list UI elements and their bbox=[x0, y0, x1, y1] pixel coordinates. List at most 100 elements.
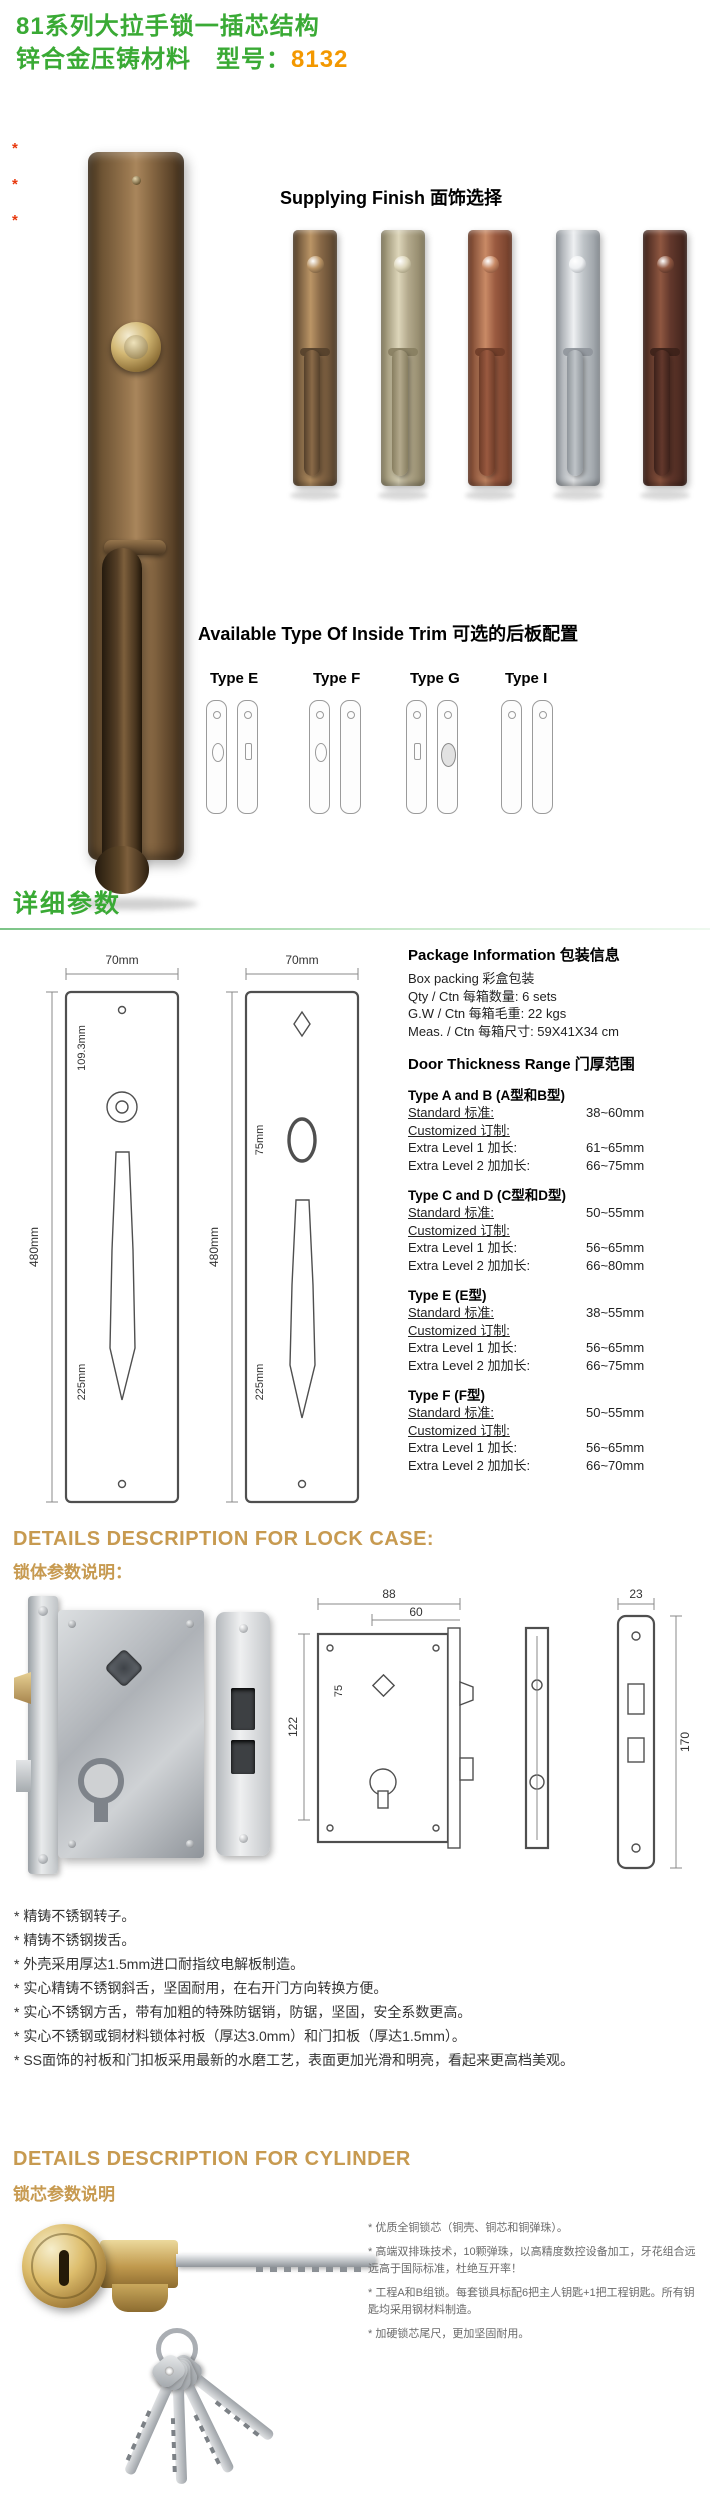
dim-width-label: 70mm bbox=[105, 953, 138, 967]
group-name: Type E (E型) bbox=[408, 1288, 487, 1303]
door-thickness-group-ab: Type A and B (A型和B型) Standard 标准:38~60mm… bbox=[408, 1084, 702, 1174]
thickness-row: Customized 订制: bbox=[408, 1322, 702, 1340]
section-divider bbox=[0, 928, 710, 930]
latch-slot-outline bbox=[627, 1683, 645, 1715]
row-value: 50~55mm bbox=[586, 1405, 645, 1420]
finish-option-antique-brass bbox=[366, 226, 440, 516]
keys-photo bbox=[52, 2326, 332, 2492]
row-value: 56~65mm bbox=[586, 1340, 645, 1355]
screw-hole-top bbox=[117, 1005, 127, 1015]
cylinder-photo bbox=[20, 2214, 380, 2326]
thickness-row: Extra Level 2 加加长:66~75mm bbox=[408, 1357, 702, 1375]
dim-inner-height: 75 bbox=[333, 1685, 345, 1697]
lock-case-photo bbox=[14, 1594, 206, 1876]
trim-drawing-type-f bbox=[309, 700, 361, 814]
row-label: Extra Level 1 加长: bbox=[408, 1340, 518, 1355]
lock-case-bullet: * 实心精铸不锈钢斜舌，坚固耐用，在右开门方向转换方便。 bbox=[14, 1980, 388, 1996]
finish-cylinder bbox=[394, 256, 411, 273]
right-info-column: Package Information 包装信息 Box packing 彩盒包… bbox=[408, 944, 702, 1474]
screw-hole-bottom bbox=[117, 1479, 127, 1489]
row-value: 56~65mm bbox=[586, 1240, 645, 1255]
detail-parameters-title: 详细参数 bbox=[13, 890, 122, 918]
case-screw bbox=[186, 1620, 194, 1628]
strike-screw-hole bbox=[631, 1631, 641, 1641]
row-label: Customized 订制: bbox=[408, 1422, 510, 1438]
dimension-lines bbox=[617, 1598, 682, 1869]
cylinder-title-en: DETAILS DESCRIPTION FOR CYLINDER bbox=[13, 2148, 411, 2170]
trim-type-label-f: Type F bbox=[313, 670, 361, 687]
thickness-row: Customized 订制: bbox=[408, 1122, 702, 1140]
group-name: Type C and D (C型和D型) bbox=[408, 1188, 566, 1203]
trim-plate bbox=[237, 700, 258, 814]
lock-case-body bbox=[58, 1610, 204, 1858]
trim-plate bbox=[206, 700, 227, 814]
finish-grip bbox=[391, 350, 408, 476]
cylinder-profile-lobe bbox=[112, 2284, 168, 2312]
product-shadow bbox=[74, 898, 198, 910]
finish-grip bbox=[654, 350, 670, 476]
dead-bolt bbox=[16, 1760, 31, 1792]
case-body-outline bbox=[316, 1632, 450, 1844]
row-label: Extra Level 1 加长: bbox=[408, 1140, 518, 1155]
lock-case-edge-drawing bbox=[524, 1626, 550, 1850]
thickness-row: Extra Level 1 加长:61~65mm bbox=[408, 1139, 702, 1157]
case-screw bbox=[186, 1840, 194, 1848]
dim-handle-label: 225mm bbox=[254, 1364, 266, 1401]
product-series-title: 81系列大拉手锁一插芯结构 bbox=[16, 13, 320, 40]
lock-case-bullet: * 外壳采用厚达1.5mm进口耐指纹电解板制造。 bbox=[14, 1956, 305, 1972]
key-shaft bbox=[172, 2389, 187, 2485]
finish-option-satin-chrome bbox=[541, 226, 615, 516]
row-label: Customized 订制: bbox=[408, 1322, 510, 1338]
package-row: G.W / Ctn 每箱毛重: 22 kgs bbox=[408, 1006, 567, 1021]
lock-case-bullet: * 精铸不锈钢拨舌。 bbox=[14, 1932, 136, 1948]
door-thickness-group-e: Type E (E型) Standard 标准:38~55mm Customiz… bbox=[408, 1284, 702, 1374]
latch-bolt-outline bbox=[459, 1680, 474, 1707]
finish-grip bbox=[304, 350, 320, 476]
row-value: 50~55mm bbox=[586, 1205, 645, 1220]
footnote-marks: * * * bbox=[12, 140, 18, 248]
cylinder-hole-inner bbox=[115, 1100, 129, 1114]
inserted-key bbox=[176, 2254, 376, 2272]
finish-grip bbox=[566, 350, 583, 476]
cylinder-note: * 工程A和B组锁。每套锁具标配6把主人钥匙+1把工程钥匙。所有钥匙均采用钢材料… bbox=[368, 2287, 695, 2316]
thickness-row: Standard 标准:38~60mm bbox=[408, 1104, 702, 1122]
trim-plate bbox=[532, 700, 553, 814]
front-plate-dimension-drawing: 70mm 480mm 109.3mm 225mm bbox=[27, 953, 180, 1504]
row-label: Extra Level 2 加加长: bbox=[408, 1357, 531, 1373]
finish-cylinder bbox=[306, 256, 324, 273]
trim-drawing-type-i bbox=[501, 700, 553, 814]
trim-drawing-type-g bbox=[406, 700, 458, 814]
trim-plate bbox=[437, 700, 458, 814]
model-number: 8132 bbox=[291, 46, 349, 73]
dim-overall-width: 88 bbox=[382, 1587, 396, 1601]
bolt-slot bbox=[231, 1740, 255, 1774]
cylinder-note: * 加硬锁芯尾尺，更加坚固耐用。 bbox=[368, 2328, 530, 2340]
cylinder-face bbox=[22, 2224, 106, 2308]
package-row: Meas. / Ctn 每箱尺寸: 59X41X34 cm bbox=[408, 1023, 619, 1039]
package-info-title: Package Information 包装信息 bbox=[408, 947, 620, 964]
row-value: 66~80mm bbox=[586, 1257, 645, 1273]
strike-plate-dimension-drawing: 23 170 bbox=[616, 1587, 692, 1870]
trim-drawing-type-e bbox=[206, 700, 258, 814]
dim-body-height: 122 bbox=[288, 1717, 300, 1737]
page-header: 81系列大拉手锁一插芯结构 锌合金压铸材料 型号：8132 bbox=[16, 10, 348, 76]
material-text: 锌合金压铸材料 型号： bbox=[16, 46, 291, 73]
case-hole bbox=[432, 1644, 440, 1652]
pull-handle-grip bbox=[95, 548, 149, 894]
door-thickness-title: Door Thickness Range 门厚范围 bbox=[408, 1056, 635, 1073]
cylinder-profile-stem bbox=[377, 1790, 389, 1809]
dim-faceplate-height: 170 bbox=[678, 1732, 692, 1752]
cylinder-face bbox=[111, 322, 161, 372]
row-label: Extra Level 2 加加长: bbox=[408, 1257, 531, 1273]
faceplate-screw-bottom bbox=[38, 1854, 48, 1864]
handle-outline bbox=[289, 1199, 316, 1419]
door-thickness-group-f: Type F (F型) Standard 标准:50~55mm Customiz… bbox=[408, 1384, 702, 1474]
case-hole bbox=[326, 1644, 334, 1652]
finish-option-red-copper bbox=[453, 226, 527, 516]
row-label: Extra Level 2 加加长: bbox=[408, 1457, 531, 1473]
trim-type-label-e: Type E bbox=[210, 670, 259, 687]
cylinder-hole-stem bbox=[94, 1800, 108, 1822]
footnote-mark: * bbox=[12, 140, 18, 157]
dim-height-label: 480mm bbox=[27, 1227, 41, 1267]
cylinder-note: * 高端双排珠技术，10颗弹珠，以高精度数控设备加工，牙花组合远远高于国际标准，… bbox=[368, 2246, 696, 2275]
